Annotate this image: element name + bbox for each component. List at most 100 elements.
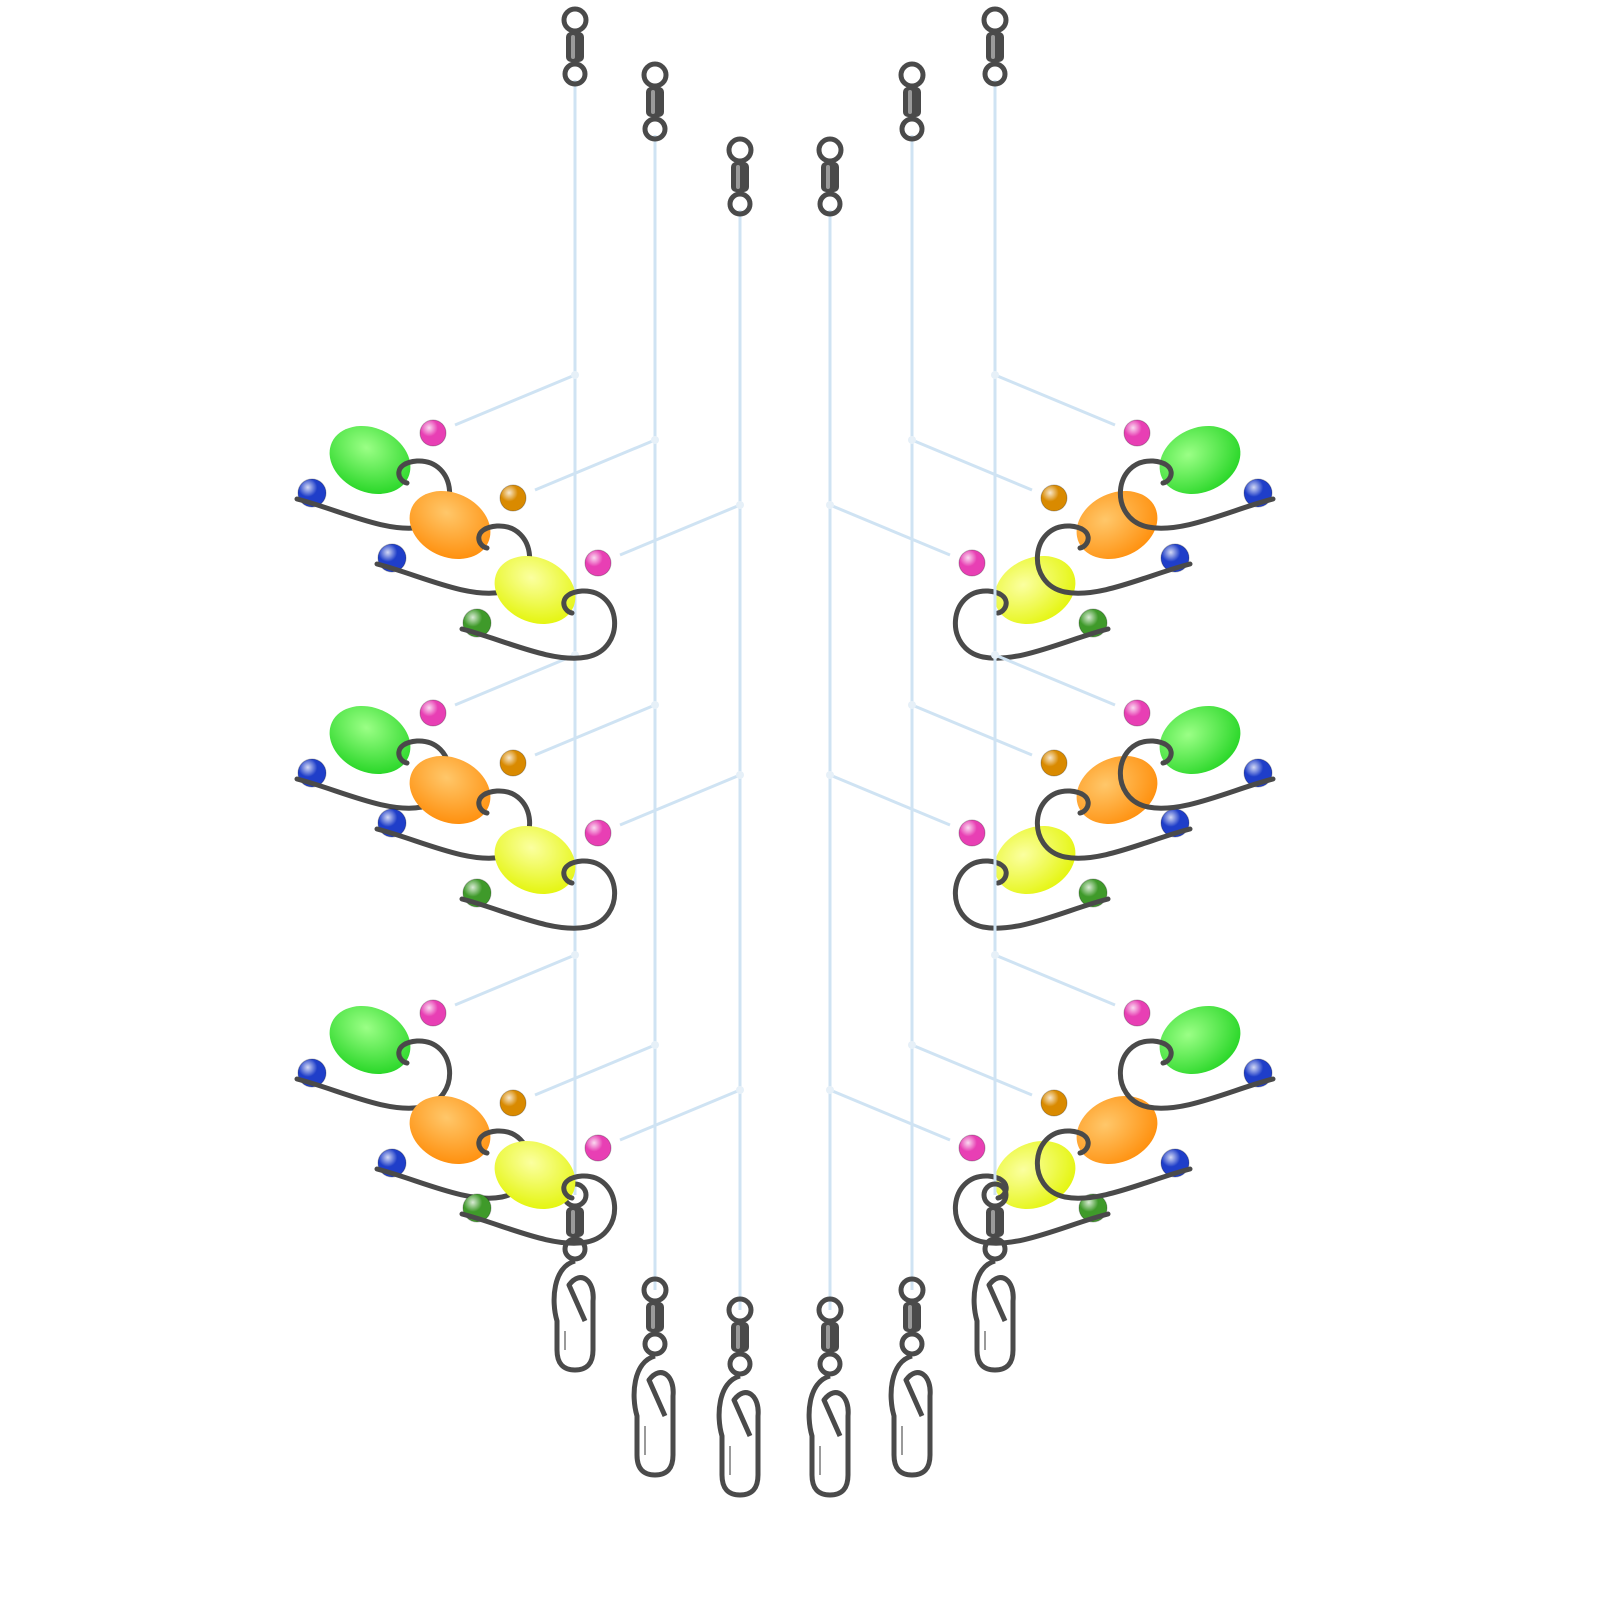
dropper-line (534, 1043, 656, 1097)
circle-hook-icon (1118, 458, 1276, 531)
float-bead-icon (1076, 1095, 1158, 1165)
float-bead-icon (409, 490, 491, 560)
knot-icon (651, 436, 659, 444)
swivel-ring-icon (981, 1181, 1009, 1209)
knot-icon (826, 1086, 834, 1094)
rig (971, 6, 1276, 1373)
swivel-ring-icon (899, 116, 925, 142)
dropper-line (994, 373, 1116, 427)
rig (294, 6, 596, 1373)
dropper-line (911, 1043, 1033, 1097)
float-bead-icon (494, 555, 576, 625)
knot-icon (736, 771, 744, 779)
dropper-line (829, 1088, 951, 1142)
circle-hook-icon (1035, 788, 1193, 861)
knot-icon (908, 1041, 916, 1049)
snap-clip-icon (551, 1258, 596, 1373)
knot-icon (908, 701, 916, 709)
swivel-ring-icon (982, 1236, 1008, 1262)
dropper-line (534, 438, 656, 492)
float-bead-icon (329, 1005, 411, 1075)
knot-icon (991, 951, 999, 959)
knot-icon (571, 371, 579, 379)
float-bead-icon (1076, 490, 1158, 560)
swivel-ring-icon (641, 1276, 669, 1304)
dropper-line (454, 373, 576, 427)
dropper-line (829, 773, 951, 827)
circle-hook-icon (459, 1173, 617, 1246)
rig (888, 61, 1193, 1478)
circle-hook-icon (1118, 1038, 1276, 1111)
circle-hook-icon (953, 588, 1111, 661)
dropper-line (994, 653, 1116, 707)
swivel-ring-icon (981, 6, 1009, 34)
swivel-ring-icon (642, 116, 668, 142)
circle-hook-icon (953, 858, 1111, 931)
swivel-ring-icon (898, 1276, 926, 1304)
knot-icon (651, 1041, 659, 1049)
knot-icon (736, 1086, 744, 1094)
rig (459, 136, 761, 1498)
knot-icon (651, 701, 659, 709)
float-bead-icon (994, 555, 1076, 625)
circle-hook-icon (1035, 1128, 1193, 1201)
dropper-line (994, 953, 1116, 1007)
swivel-ring-icon (561, 6, 589, 34)
swivel-ring-icon (816, 1296, 844, 1324)
float-bead-icon (1159, 1005, 1241, 1075)
swivel-ring-icon (898, 61, 926, 89)
swivel-ring-icon (817, 191, 843, 217)
dropper-line (454, 653, 576, 707)
float-bead-icon (494, 1140, 576, 1210)
snap-clip-icon (716, 1373, 761, 1498)
dropper-line (619, 503, 741, 557)
knot-icon (991, 651, 999, 659)
circle-hook-icon (1035, 523, 1193, 596)
dropper-line (454, 953, 576, 1007)
circle-hook-icon (294, 1038, 452, 1111)
knot-icon (826, 771, 834, 779)
swivel-ring-icon (726, 136, 754, 164)
swivel-ring-icon (899, 1331, 925, 1357)
knot-icon (826, 501, 834, 509)
circle-hook-icon (459, 588, 617, 661)
swivel-ring-icon (982, 61, 1008, 87)
float-bead-icon (1159, 425, 1241, 495)
swivel-ring-icon (817, 1351, 843, 1377)
snap-clip-icon (971, 1258, 1016, 1373)
float-bead-icon (329, 705, 411, 775)
dropper-line (911, 703, 1033, 757)
swivel-ring-icon (642, 1331, 668, 1357)
float-bead-icon (409, 755, 491, 825)
float-bead-icon (329, 425, 411, 495)
knot-icon (736, 501, 744, 509)
snap-clip-icon (888, 1353, 933, 1478)
knot-icon (908, 436, 916, 444)
float-bead-icon (994, 825, 1076, 895)
dropper-line (619, 1088, 741, 1142)
swivel-ring-icon (562, 61, 588, 87)
float-bead-icon (409, 1095, 491, 1165)
swivel-ring-icon (726, 1296, 754, 1324)
rig (806, 136, 1111, 1498)
snap-clip-icon (631, 1353, 676, 1478)
circle-hook-icon (1118, 738, 1276, 811)
swivel-ring-icon (641, 61, 669, 89)
swivel-ring-icon (727, 191, 753, 217)
circle-hook-icon (953, 1173, 1111, 1246)
dropper-line (619, 773, 741, 827)
float-bead-icon (1159, 705, 1241, 775)
swivel-ring-icon (816, 136, 844, 164)
snap-clip-icon (806, 1373, 851, 1498)
knot-icon (571, 951, 579, 959)
swivel-ring-icon (727, 1351, 753, 1377)
dropper-line (829, 503, 951, 557)
circle-hook-icon (459, 858, 617, 931)
dropper-line (534, 703, 656, 757)
dropper-line (911, 438, 1033, 492)
rig (374, 61, 676, 1478)
float-bead-icon (1076, 755, 1158, 825)
swivel-ring-icon (562, 1236, 588, 1262)
knot-icon (991, 371, 999, 379)
